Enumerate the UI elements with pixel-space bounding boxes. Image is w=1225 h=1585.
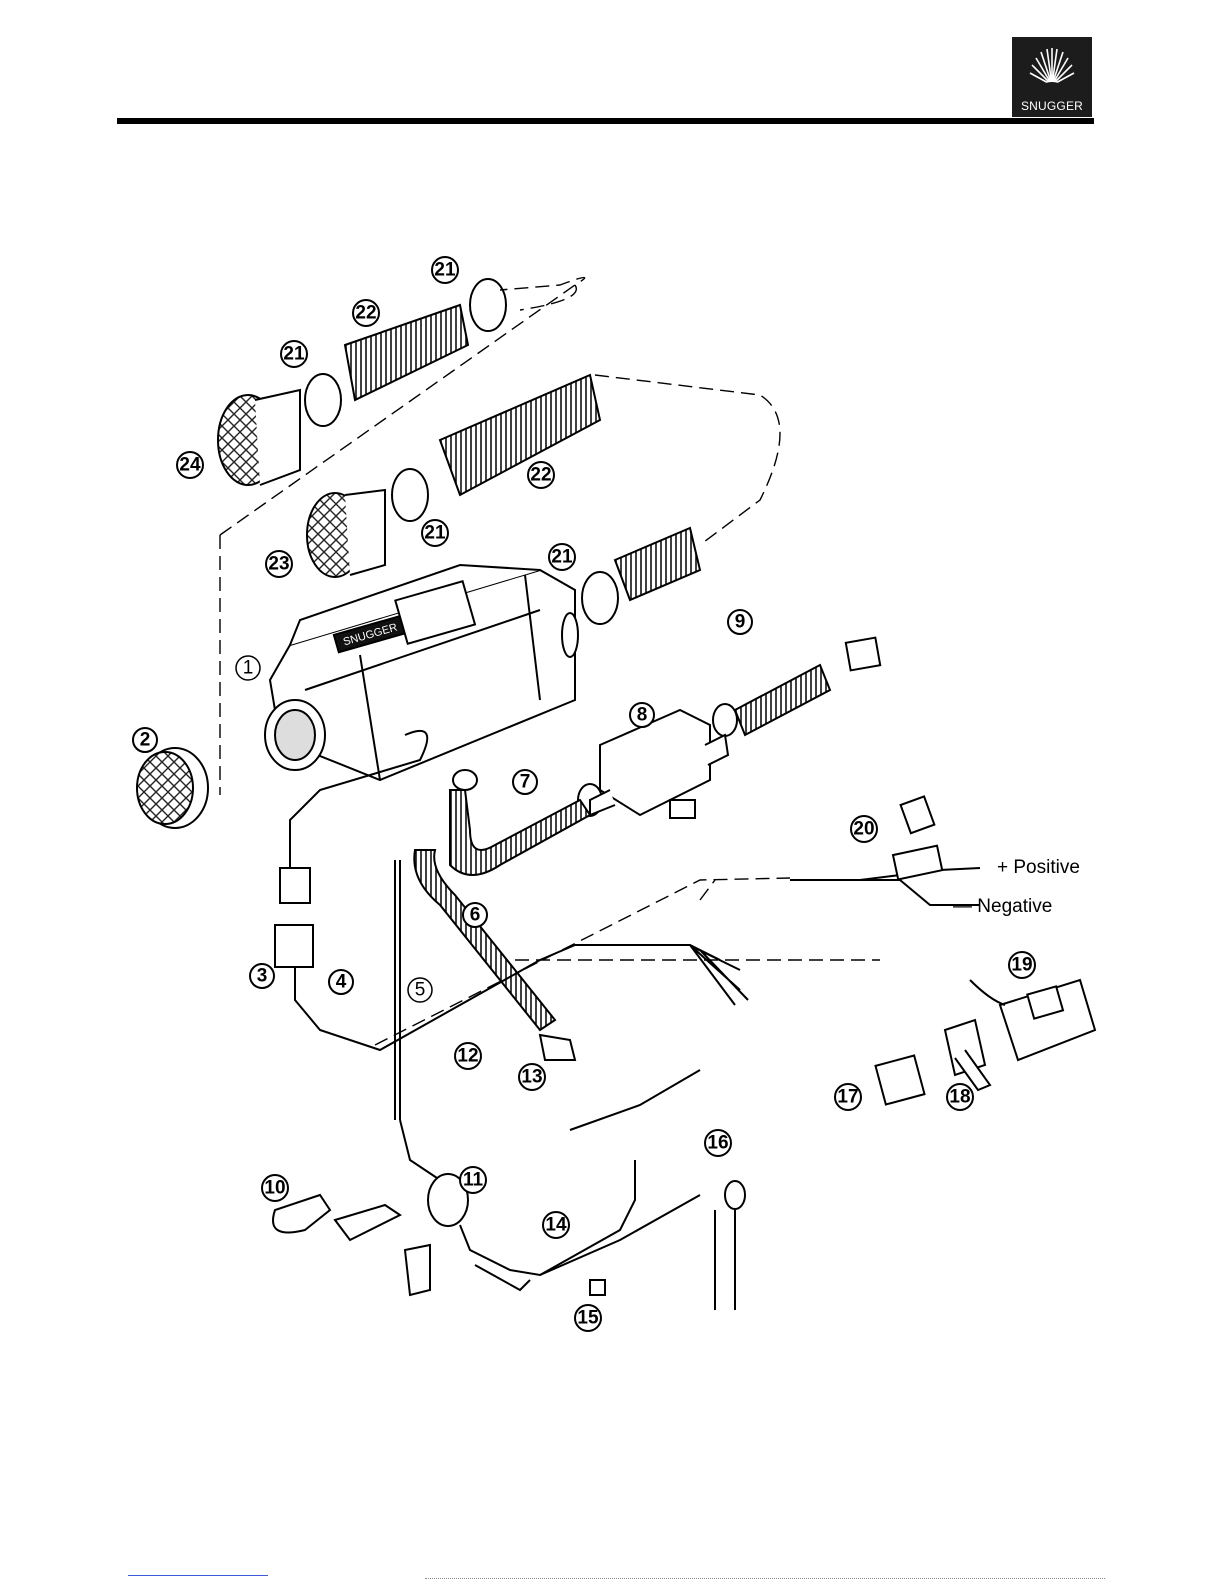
svg-text:10: 10: [264, 1178, 285, 1199]
svg-text:12: 12: [457, 1046, 478, 1067]
svg-text:22: 22: [530, 465, 551, 486]
svg-text:18: 18: [949, 1087, 970, 1108]
svg-text:9: 9: [735, 612, 746, 633]
callout-17: 17: [835, 1084, 861, 1110]
callout-5: 5: [408, 978, 432, 1002]
svg-text:23: 23: [268, 554, 289, 575]
positive-wire-label: + Positive: [997, 857, 1080, 878]
callout-21-d: 21: [549, 544, 575, 570]
callout-4: 4: [329, 970, 353, 994]
callout-20: 20: [851, 816, 877, 842]
callout-21-c: 21: [422, 520, 448, 546]
svg-text:21: 21: [283, 344, 305, 365]
svg-text:5: 5: [415, 980, 426, 1001]
svg-text:17: 17: [837, 1087, 858, 1108]
callout-16: 16: [705, 1130, 731, 1156]
callout-11: 11: [460, 1167, 486, 1193]
svg-text:21: 21: [551, 547, 573, 568]
callout-21-a: 21: [432, 257, 458, 283]
svg-text:19: 19: [1011, 955, 1032, 976]
svg-text:15: 15: [577, 1308, 599, 1329]
svg-text:6: 6: [470, 905, 481, 926]
svg-text:20: 20: [853, 819, 874, 840]
footer-link-underline: [128, 1575, 268, 1576]
callout-1: 1: [236, 656, 260, 680]
outlet-vents: [218, 390, 385, 577]
callout-6: 6: [463, 903, 487, 927]
heater-unit: SNUGGER: [265, 565, 578, 780]
negative-wire-label: — Negative: [953, 896, 1052, 917]
svg-text:24: 24: [179, 455, 201, 476]
callout-7: 7: [513, 770, 537, 794]
exhaust-pipes: [414, 790, 590, 1060]
callout-22-a: 22: [353, 300, 379, 326]
svg-text:2: 2: [140, 730, 151, 751]
svg-text:16: 16: [707, 1133, 728, 1154]
callout-3: 3: [250, 964, 274, 988]
callout-19: 19: [1009, 952, 1035, 978]
callout-10: 10: [262, 1175, 288, 1201]
svg-text:11: 11: [463, 1170, 484, 1191]
callout-23: 23: [266, 551, 292, 577]
svg-text:14: 14: [545, 1215, 567, 1236]
svg-text:3: 3: [257, 966, 268, 987]
svg-text:1: 1: [243, 658, 254, 679]
callout-21-b: 21: [281, 341, 307, 367]
callout-13: 13: [519, 1064, 545, 1090]
callout-9: 9: [728, 610, 752, 634]
svg-text:21: 21: [424, 523, 446, 544]
svg-text:22: 22: [355, 303, 376, 324]
callout-22-b: 22: [528, 462, 554, 488]
intake-grille: [137, 748, 208, 828]
callout-12: 12: [455, 1043, 481, 1069]
mounting-bracket: [273, 1195, 430, 1295]
svg-text:8: 8: [637, 705, 648, 726]
callout-24: 24: [177, 452, 203, 478]
callout-18: 18: [947, 1084, 973, 1110]
callout-14: 14: [543, 1212, 569, 1238]
footer-rule: [425, 1578, 1105, 1579]
svg-text:21: 21: [434, 260, 456, 281]
svg-text:13: 13: [521, 1067, 542, 1088]
callout-2: 2: [133, 728, 157, 752]
svg-text:4: 4: [336, 972, 347, 993]
callout-15: 15: [575, 1305, 601, 1331]
fuel-system: [395, 860, 745, 1310]
controller-panel: [970, 980, 1095, 1060]
svg-text:7: 7: [520, 772, 531, 793]
callout-8: 8: [630, 703, 654, 727]
